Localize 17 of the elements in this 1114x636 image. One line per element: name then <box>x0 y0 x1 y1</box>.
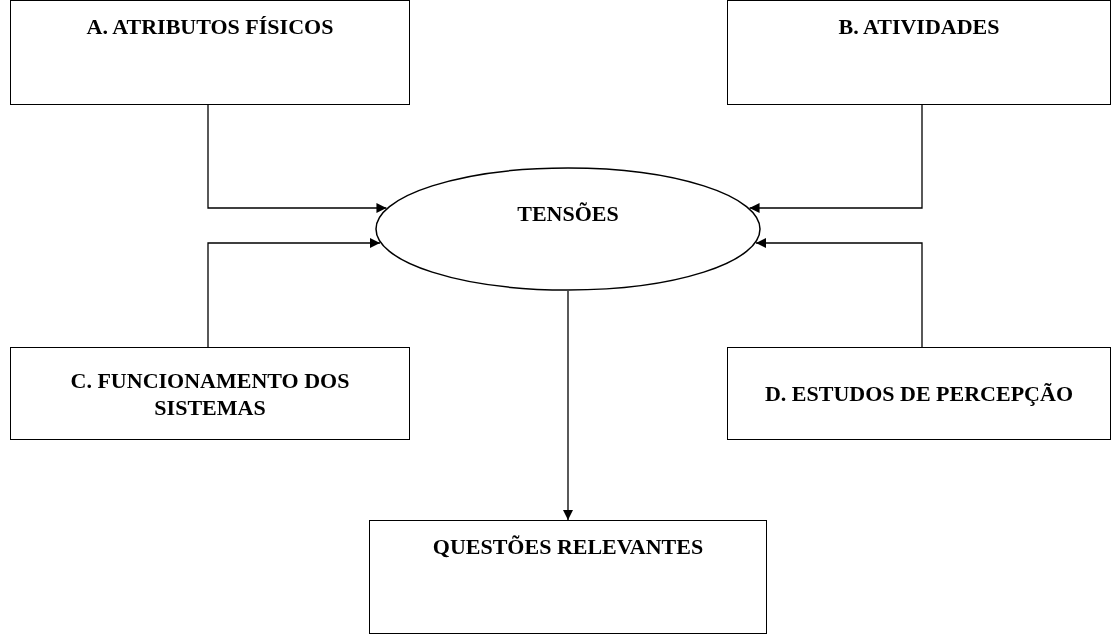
node-label: D. ESTUDOS DE PERCEPÇÃO <box>764 380 1073 407</box>
arrow <box>748 104 923 213</box>
arrow <box>755 238 923 348</box>
arrow <box>563 290 573 521</box>
ellipse-node <box>375 167 761 291</box>
node-label: TENSÕES <box>517 199 619 227</box>
node-label: A. ATRIBUTOS FÍSICOS <box>86 13 334 40</box>
process-box <box>10 0 410 105</box>
process-box <box>369 520 767 634</box>
node-label: B. ATIVIDADES <box>838 13 1000 40</box>
process-box <box>727 0 1111 105</box>
node-label: QUESTÕES RELEVANTES <box>432 533 704 560</box>
arrow <box>207 104 388 213</box>
process-box <box>727 347 1111 440</box>
process-box <box>10 347 410 440</box>
arrow <box>207 238 381 348</box>
node-label: C. FUNCIONAMENTO DOS SISTEMAS <box>69 366 351 421</box>
